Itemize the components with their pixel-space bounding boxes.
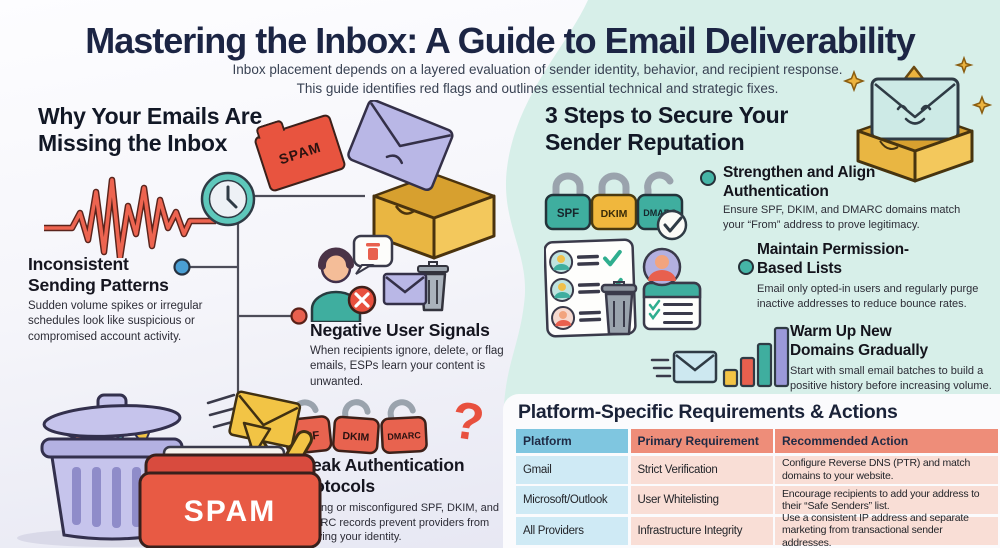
column-header-requirement: Primary Requirement [630,429,773,453]
table-row-outlook-platform: Microsoft/Outlook [516,486,628,514]
table-row-gmail-requirement: Strict Verification [630,455,773,484]
blue-connector-dot [173,258,191,276]
step-2-bullet [738,259,754,275]
step-2-title: Maintain Permission-Based Lists [757,241,909,277]
item-title-inconsistent-sending: Inconsistent Sending Patterns [28,254,169,295]
dmarc-open-lock-icon: DMARC [380,399,428,455]
opt-in-card-icon [642,281,702,331]
falling-envelope-icon [347,100,454,192]
user-icon [310,247,362,322]
item-title-negative-signals: Negative User Signals [310,320,490,340]
step-3-body: Start with small email batches to build … [790,365,992,392]
subtitle-line-1: Inbox placement depends on a layered eva… [232,62,843,77]
permission-list-icon [544,238,702,338]
table-row-all-platform: All Providers [516,516,628,545]
table-row-all-requirement: Infrastructure Integrity [630,516,773,545]
spam-trash-illustration: SPAM [17,390,322,548]
right-section-heading: 3 Steps to Secure Your Sender Reputation [545,102,789,156]
smiling-envelope-icon [870,77,960,141]
table-heading: Platform-Specific Requirements & Actions [518,401,898,423]
item-body-weak-auth: Missing or misconfigured SPF, DKIM, and … [296,502,499,544]
step-1-bullet [700,170,716,186]
table-row-outlook-action: Encourage recipients to add your address… [775,486,998,514]
item-body-negative-signals: When recipients ignore, delete, or flag … [310,345,504,388]
subscriber-avatar-icon [642,247,682,287]
sending-envelope-icon [672,350,718,384]
spam-bin-folder-icon: SPAM [138,445,322,548]
table-row-gmail-platform: Gmail [516,455,628,484]
step-2-body: Email only opted-in users and regularly … [757,283,979,310]
item-body-inconsistent-sending: Sudden volume spikes or irregular schedu… [28,300,203,343]
step-1-title: Strengthen and Align Authentication [723,164,876,200]
svg-text:DKIM: DKIM [342,430,370,444]
column-header-action: Recommended Action [775,429,998,453]
spam-folder-label: SPAM [276,138,324,168]
svg-text:DMARC: DMARC [387,430,421,442]
dkim-open-lock-icon: DKIM [332,399,380,455]
negative-signals-icon [310,234,449,322]
table-row-all-action: Use a consistent IP address and separate… [775,512,998,548]
page-subtitle: Inbox placement depends on a layered eva… [75,61,1000,99]
subtitle-line-2: This guide identifies red flags and outl… [296,80,779,96]
list-row-icons [549,249,623,330]
envelope-icon [382,272,428,306]
warmup-chart-icon [650,326,790,388]
step-3-title: Warm Up New Domains Gradually [790,323,928,359]
column-header-platform: Platform [516,429,628,453]
check-circle-icon [656,209,688,241]
platform-table: Platform Primary Requirement Recommended… [516,429,998,548]
left-section-heading: Why Your Emails Are Missing the Inbox [38,103,262,157]
svg-text:SPF: SPF [557,208,579,220]
spam-bin-label: SPAM [184,495,276,528]
happy-envelope-mascot-icon [842,55,993,183]
svg-text:DKIM: DKIM [601,208,628,220]
table-row-outlook-requirement: User Whitelisting [630,486,773,514]
table-row-gmail-action: Configure Reverse DNS (PTR) and match do… [775,455,998,484]
clock-icon [200,171,256,227]
page-title: Mastering the Inbox: A Guide to Email De… [85,20,916,61]
speech-bubble-icon [352,234,394,275]
red-connector-dot-1 [290,307,308,325]
svg-text:DMARC: DMARC [643,208,677,218]
waveform-icon [44,171,256,258]
growth-bars-icon [722,326,790,388]
auth-locks-icon: SPF DKIM DMARC [544,171,688,241]
purge-trash-icon [600,281,638,336]
sparkles-icon [842,55,993,116]
inbox-box-icon [372,194,496,260]
step-1-body: Ensure SPF, DKIM, and DMARC domains matc… [723,204,961,231]
x-badge-icon [347,285,377,315]
